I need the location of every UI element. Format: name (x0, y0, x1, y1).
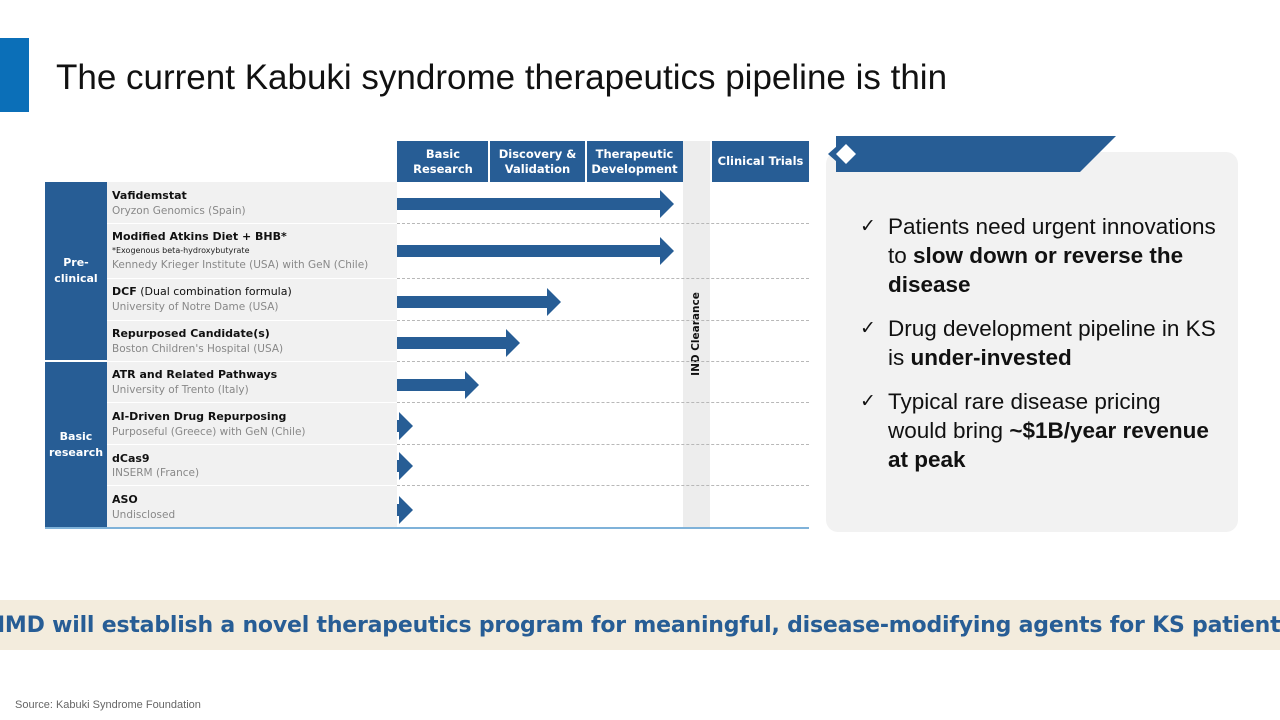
candidate-organization: INSERM (France) (112, 467, 200, 479)
pipeline-row: Vafidemstat Oryzon Genomics (Spain) (107, 182, 397, 223)
source-note: Source: Kabuki Syndrome Foundation (15, 699, 201, 711)
panel-header-ribbon (828, 136, 1116, 172)
progress-arrow (397, 496, 413, 524)
slide-title: The current Kabuki syndrome therapeutics… (56, 58, 948, 97)
row-divider (397, 361, 809, 362)
progress-arrow (397, 288, 561, 316)
candidate-organization: Undisclosed (112, 509, 176, 521)
candidate-footnote: *Exogenous beta-hydroxybutyrate (112, 246, 250, 255)
candidate-name: AI-Driven Drug Repurposing (112, 410, 287, 423)
pipeline-row: dCas9 INSERM (France) (107, 445, 397, 485)
progress-arrow (397, 237, 674, 265)
progress-arrow (397, 329, 520, 357)
diamond-icon (836, 144, 856, 164)
pipeline-row: DCF (Dual combination formula) Universit… (107, 279, 397, 320)
phase-divider (585, 141, 587, 182)
candidate-name: ASO (112, 493, 138, 506)
candidate-organization: Boston Children's Hospital (USA) (112, 343, 284, 355)
group-label-preclinical: Pre-clinical (45, 182, 107, 360)
candidate-organization: Purposeful (Greece) with GeN (Chile) (112, 426, 306, 438)
candidate-name: DCF (Dual combination formula) (112, 285, 292, 298)
pipeline-row: Modified Atkins Diet + BHB* *Exogenous b… (107, 224, 397, 278)
group-separator (45, 360, 107, 362)
ind-clearance-label: IND Clearance (690, 292, 702, 376)
check-icon: ✓ (860, 317, 876, 339)
row-divider (397, 278, 809, 279)
row-divider (397, 485, 809, 486)
title-accent-bar (0, 38, 29, 112)
progress-arrow (397, 412, 413, 440)
candidate-name: Modified Atkins Diet + BHB* (112, 230, 287, 243)
candidate-name: dCas9 (112, 452, 150, 465)
conclusion-banner: HMD will establish a novel therapeutics … (0, 600, 1280, 650)
candidate-name: ATR and Related Pathways (112, 368, 278, 381)
candidate-name: Repurposed Candidate(s) (112, 327, 270, 340)
pipeline-row: Repurposed Candidate(s) Boston Children'… (107, 321, 397, 361)
phase-header-discovery-validation: Discovery &Validation (489, 141, 586, 182)
candidate-organization: Kennedy Krieger Institute (USA) with GeN… (112, 259, 369, 271)
check-icon: ✓ (860, 215, 876, 237)
pipeline-row: ATR and Related Pathways University of T… (107, 362, 397, 402)
key-points-panel (826, 152, 1238, 532)
ind-clearance-column (683, 141, 710, 528)
pipeline-row: ASO Undisclosed (107, 486, 397, 527)
conclusion-text: HMD will establish a novel therapeutics … (0, 612, 1280, 638)
candidate-name-suffix: (Dual combination formula) (136, 285, 292, 298)
candidate-organization: Oryzon Genomics (Spain) (112, 205, 246, 217)
row-divider (397, 223, 809, 224)
candidate-organization: University of Trento (Italy) (112, 384, 249, 396)
progress-arrow (397, 190, 674, 218)
row-divider (397, 402, 809, 403)
phase-divider (488, 141, 490, 182)
progress-arrow (397, 452, 413, 480)
candidate-organization: University of Notre Dame (USA) (112, 301, 279, 313)
row-divider (397, 320, 809, 321)
phase-header-clinical-trials: Clinical Trials (712, 141, 809, 182)
candidate-name: Vafidemstat (112, 189, 187, 202)
check-icon: ✓ (860, 390, 876, 412)
pipeline-row: AI-Driven Drug Repurposing Purposeful (G… (107, 403, 397, 444)
table-bottom-rule (45, 527, 809, 529)
progress-arrow (397, 371, 479, 399)
row-divider (397, 444, 809, 445)
